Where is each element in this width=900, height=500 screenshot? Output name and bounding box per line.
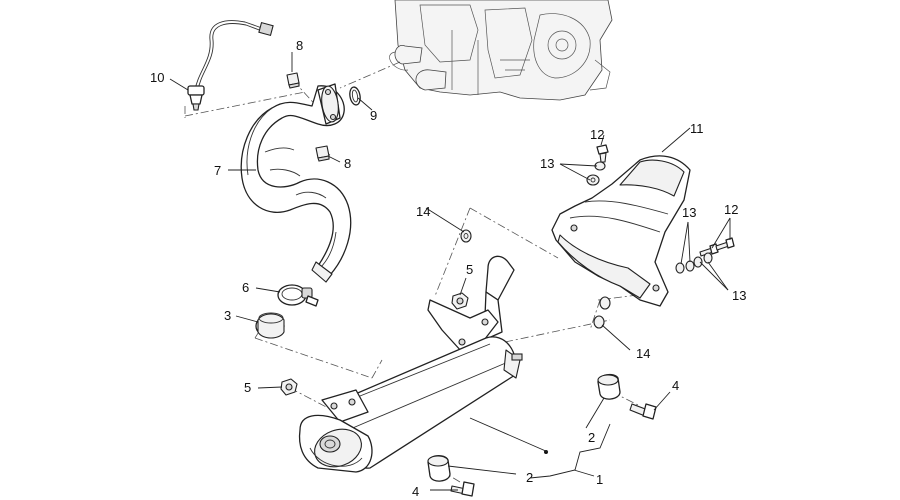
gasket-lower-8 — [315, 145, 330, 162]
bolt-lower-4 — [450, 481, 475, 497]
heat-shield — [551, 155, 691, 307]
washer-lower-14 — [593, 296, 611, 329]
callout-12-top: 12 — [590, 127, 604, 142]
callout-11: 11 — [690, 121, 704, 136]
screw-top-12 — [596, 144, 609, 163]
washer-upper-14 — [460, 229, 472, 243]
callout-8-lower: 8 — [344, 156, 351, 171]
callout-13-right-top: 13 — [682, 205, 696, 220]
nut-upper-5 — [451, 292, 469, 310]
nut-lower-5 — [280, 378, 298, 396]
seal-ring — [349, 86, 361, 106]
exhaust-header-pipe — [240, 83, 352, 283]
callout-10: 10 — [150, 70, 164, 85]
callout-4-right: 4 — [672, 378, 679, 393]
callout-2-lower: 2 — [526, 470, 533, 485]
callout-14-upper: 14 — [416, 204, 430, 219]
rubber-bushing-lower — [427, 455, 451, 482]
gasket-upper-8 — [286, 72, 300, 89]
callout-6: 6 — [242, 280, 249, 295]
callout-14-lower: 14 — [636, 346, 650, 361]
callout-2-right: 2 — [588, 430, 595, 445]
callout-5-upper: 5 — [466, 262, 473, 277]
callout-labels: 10 8 9 8 7 6 3 5 5 14 14 12 13 11 13 12 … — [150, 38, 746, 499]
leader-lines — [169, 52, 731, 491]
callout-3: 3 — [224, 308, 231, 323]
engine-block — [389, 0, 613, 101]
callout-4-lower: 4 — [412, 484, 419, 499]
screws-right-12 — [699, 237, 735, 257]
pipe-clamp — [277, 284, 319, 307]
oxygen-sensor — [187, 20, 274, 111]
callout-7: 7 — [214, 163, 221, 178]
callout-13-right-bottom: 13 — [732, 288, 746, 303]
callout-12-right: 12 — [724, 202, 738, 217]
callout-1: 1 — [596, 472, 603, 487]
callout-9: 9 — [370, 108, 377, 123]
rubber-bushing-right — [597, 373, 621, 400]
callout-8-upper: 8 — [296, 38, 303, 53]
callout-5-lower: 5 — [244, 380, 251, 395]
bolt-right-4 — [629, 403, 657, 420]
callout-13-top: 13 — [540, 156, 554, 171]
pipe-sleeve — [255, 312, 285, 339]
washers-right-13 — [675, 252, 713, 274]
muffler — [298, 255, 548, 473]
